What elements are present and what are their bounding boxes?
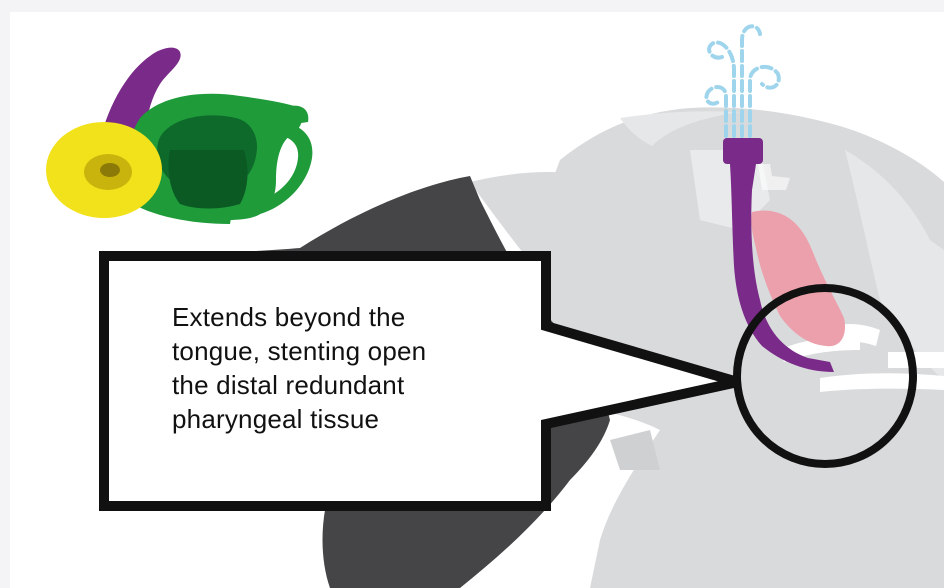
callout-line-3: the distal redundant — [172, 368, 502, 402]
callout-line-1: Extends beyond the — [172, 300, 502, 334]
callout-line-2: tongue, stenting open — [172, 334, 502, 368]
callout-text: Extends beyond the tongue, stenting open… — [172, 300, 502, 436]
airway-device-illustration — [46, 48, 312, 224]
callout-line-4: pharyngeal tissue — [172, 402, 502, 436]
